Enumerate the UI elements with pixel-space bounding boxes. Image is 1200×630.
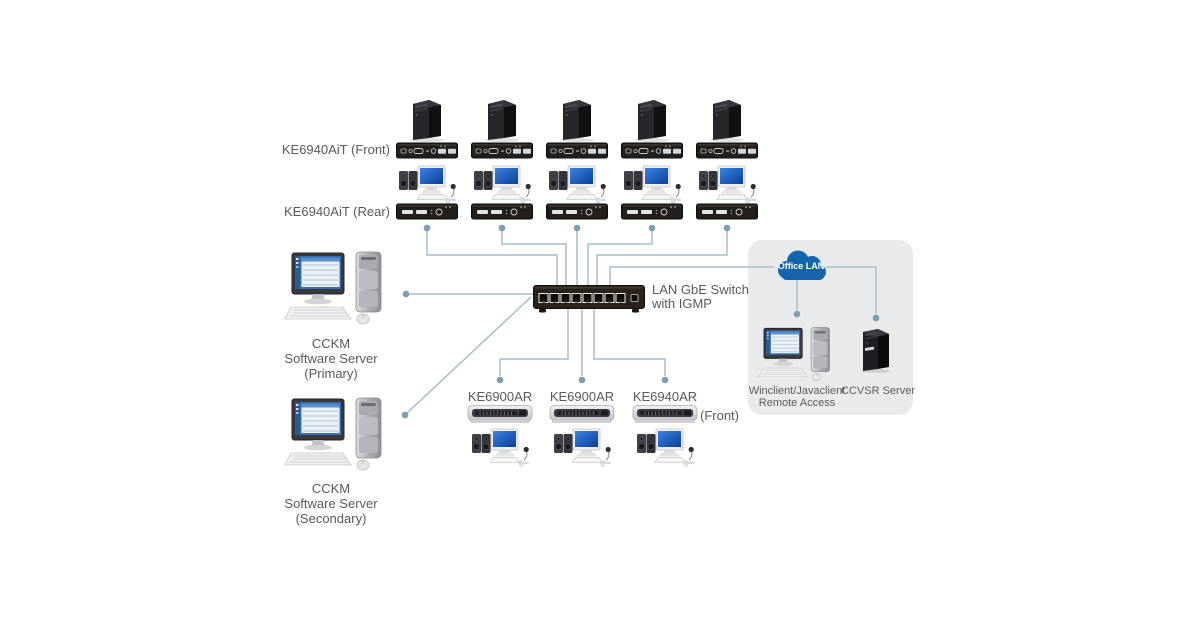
kvm-rear-device-icon xyxy=(696,203,758,220)
rear-row-label: KE6940AiT (Rear) xyxy=(284,204,390,219)
switch-label-line1: LAN GbE Switch xyxy=(652,282,749,297)
cckm-secondary-label: CCKM Software Server (Secondary) xyxy=(284,481,377,526)
receiver-front-suffix: (Front) xyxy=(700,408,739,423)
kvm-front-device-icon xyxy=(546,142,608,159)
receiver-label-1: KE6900AR xyxy=(467,389,533,404)
receiver-label-2: KE6900AR xyxy=(549,389,615,404)
remote-client-computer-icon xyxy=(757,326,835,385)
kvm-front-device-icon xyxy=(471,142,533,159)
tower-pc-icon xyxy=(555,98,599,142)
tower-pc-icon xyxy=(480,98,524,142)
winclient-label: Winclient/Javaclient Remote Access xyxy=(749,385,846,409)
kvm-receiver-icon xyxy=(632,404,698,425)
winclient-line2: Remote Access xyxy=(758,397,836,409)
workstation-icon xyxy=(553,427,611,467)
kvm-front-device-icon xyxy=(696,142,758,159)
switch-label: LAN GbE Switch with IGMP xyxy=(652,283,749,311)
ccvsr-server-icon xyxy=(858,327,894,373)
ccvsr-label: CCVSR Server xyxy=(841,385,915,397)
desktop-computer-icon xyxy=(283,250,388,330)
kvm-rear-device-icon xyxy=(396,203,458,220)
tower-pc-icon xyxy=(630,98,674,142)
cckm-secondary-line2: Software Server xyxy=(284,496,378,511)
network-switch-icon xyxy=(533,285,645,313)
receiver-label-3: KE6940AR xyxy=(632,389,698,404)
workstation-icon xyxy=(548,164,606,204)
kvm-rear-device-icon xyxy=(546,203,608,220)
desktop-computer-icon xyxy=(283,396,388,476)
office-lan-label: Office LAN xyxy=(777,261,825,271)
cckm-primary-line2: Software Server xyxy=(284,351,378,366)
kvm-rear-device-icon xyxy=(621,203,683,220)
switch-label-line2: with IGMP xyxy=(652,296,712,311)
tower-pc-icon xyxy=(705,98,749,142)
cckm-primary-line3: (Primary) xyxy=(304,366,358,381)
workstation-icon xyxy=(398,164,456,204)
cckm-secondary-line1: CCKM xyxy=(311,481,351,496)
cckm-secondary-line3: (Secondary) xyxy=(295,511,367,526)
workstation-icon xyxy=(473,164,531,204)
kvm-receiver-icon xyxy=(549,404,615,425)
front-row-label: KE6940AiT (Front) xyxy=(281,142,390,157)
kvm-rear-device-icon xyxy=(471,203,533,220)
cckm-primary-label: CCKM Software Server (Primary) xyxy=(284,336,377,381)
kvm-front-device-icon xyxy=(396,142,458,159)
cckm-primary-line1: CCKM xyxy=(311,336,351,351)
tower-pc-icon xyxy=(405,98,449,142)
winclient-line1: Winclient/Javaclient xyxy=(748,385,846,397)
kvm-front-device-icon xyxy=(621,142,683,159)
workstation-icon xyxy=(698,164,756,204)
workstation-icon xyxy=(623,164,681,204)
workstation-icon xyxy=(471,427,529,467)
kvm-receiver-icon xyxy=(467,404,533,425)
workstation-icon xyxy=(636,427,694,467)
